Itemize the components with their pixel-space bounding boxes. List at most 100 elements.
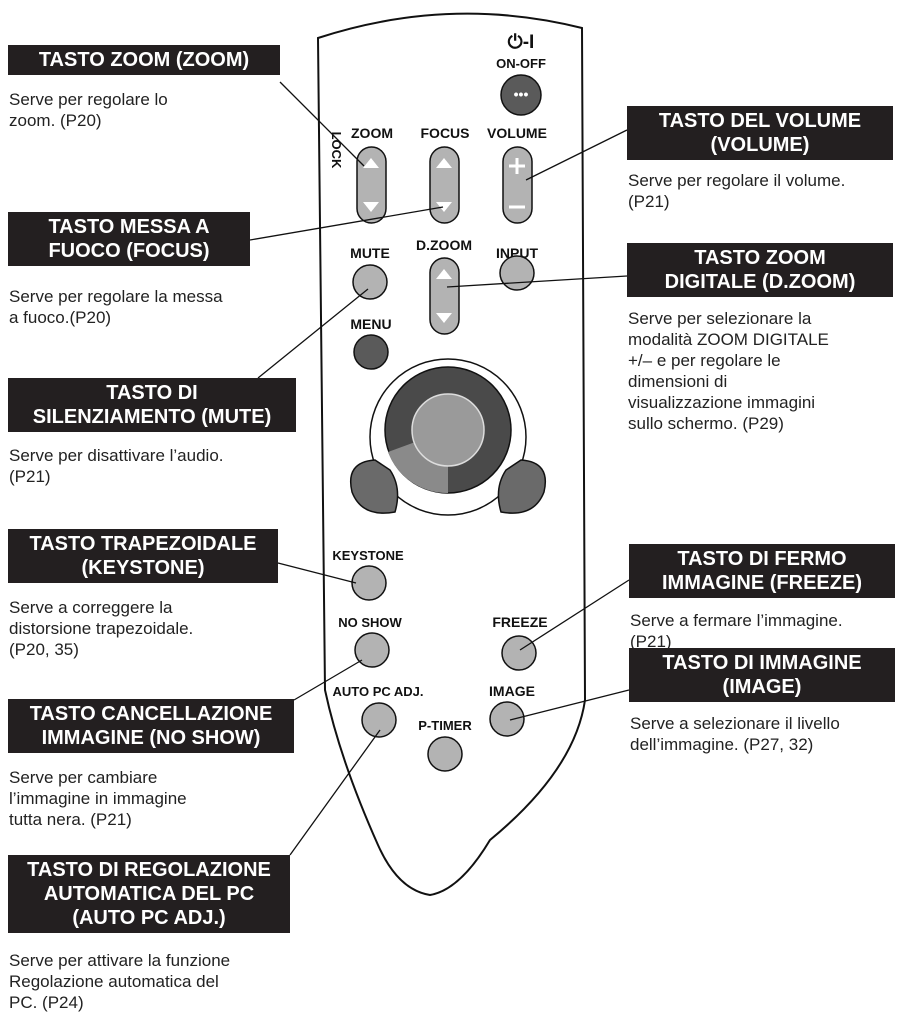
text-line: IMMAGINE (NO SHOW) — [41, 727, 261, 749]
text-line: Serve per regolare la messa — [9, 287, 223, 306]
text-line: Serve per attivare la funzione — [9, 951, 231, 970]
leader-line-focus — [249, 206, 444, 241]
no-show-button[interactable] — [354, 632, 390, 668]
auto-pc-adj-button[interactable] — [361, 702, 397, 738]
dzoom-rocker-button[interactable] — [429, 257, 460, 335]
leader-line-keystone — [277, 562, 357, 584]
text-line: (AUTO PC ADJ.) — [72, 907, 226, 929]
input-button[interactable] — [499, 255, 535, 291]
text-line: (P20, 35) — [9, 640, 79, 659]
pointer-pad-center[interactable] — [411, 393, 485, 467]
left-click-button[interactable] — [350, 459, 399, 514]
text-line: (KEYSTONE) — [81, 557, 205, 579]
text-line: visualizzazione immagini — [628, 393, 816, 412]
zoom-callout-title: TASTO ZOOM (ZOOM) — [8, 45, 280, 75]
text-line: TASTO DEL VOLUME — [658, 110, 862, 132]
focus-rocker-button[interactable] — [429, 146, 460, 224]
text-line: TASTO ZOOM — [694, 247, 826, 269]
text-line: TASTO TRAPEZOIDALE — [29, 533, 257, 555]
dzoom-callout-description: Serve per selezionare la modalità ZOOM DI… — [628, 308, 829, 434]
focus-up-arrow-icon — [436, 158, 452, 168]
lock-label: LOCK — [329, 132, 344, 169]
keystone-button[interactable] — [351, 565, 387, 601]
text-line: Regolazione automatica del — [9, 972, 219, 991]
text-line: tutta nera. (P21) — [9, 810, 132, 829]
image-button[interactable] — [489, 701, 525, 737]
zoom-rocker-button[interactable] — [356, 146, 387, 224]
text-line: modalità ZOOM DIGITALE — [628, 330, 829, 349]
leader-line-volume — [525, 129, 628, 181]
mute-button[interactable] — [352, 264, 388, 300]
image-callout-title: TASTO DI IMMAGINE(IMAGE) — [629, 648, 895, 702]
text-line: (IMAGE) — [722, 676, 802, 698]
text-line: FUOCO (FOCUS) — [48, 240, 210, 262]
mute-label: MUTE — [350, 245, 390, 261]
freeze-button[interactable] — [501, 635, 537, 671]
text-line: dimensioni di — [628, 372, 728, 391]
text-line: TASTO MESSA A — [48, 216, 210, 238]
zoom-label: ZOOM — [351, 125, 393, 141]
zoom-down-arrow-icon — [363, 202, 379, 212]
no-show-label: NO SHOW — [338, 615, 402, 630]
leader-line-autopc — [289, 729, 381, 856]
text-line: (P21) — [628, 192, 670, 211]
text-line: (VOLUME) — [710, 134, 810, 156]
volume-plus-icon — [509, 158, 525, 174]
text-line: Serve per selezionare la — [628, 309, 812, 328]
freeze-label: FREEZE — [492, 614, 547, 630]
leader-line-dzoom — [446, 275, 628, 288]
text-line: TASTO DI REGOLAZIONE — [27, 859, 271, 881]
right-click-button[interactable] — [497, 459, 546, 514]
leader-line-zoom — [279, 81, 365, 167]
text-line: AUTOMATICA DEL PC — [43, 883, 255, 905]
text-line: sullo schermo. (P29) — [628, 414, 784, 433]
auto-pc-adj-label: AUTO PC ADJ. — [332, 684, 423, 699]
on-off-button[interactable] — [500, 74, 542, 116]
text-line: TASTO CANCELLAZIONE — [29, 703, 273, 725]
menu-label: MENU — [350, 316, 391, 332]
zoom-up-arrow-icon — [363, 158, 379, 168]
text-line: Serve a selezionare il livello — [630, 714, 840, 733]
text-line: (P21) — [9, 467, 51, 486]
text-line: TASTO ZOOM (ZOOM) — [38, 49, 250, 71]
volume-label: VOLUME — [487, 125, 547, 141]
dzoom-down-arrow-icon — [436, 313, 452, 323]
p-timer-label: P-TIMER — [418, 718, 472, 733]
text-line: Serve per disattivare l’audio. — [9, 446, 224, 465]
text-line: Serve per regolare il volume. — [628, 171, 846, 190]
input-label: INPUT — [496, 245, 538, 261]
power-symbol-label: ⏻-I — [508, 32, 535, 53]
keystone-callout-title: TASTO TRAPEZOIDALE(KEYSTONE) — [8, 529, 278, 583]
p-timer-button[interactable] — [427, 736, 463, 772]
text-line: TASTO DI IMMAGINE — [662, 652, 862, 674]
text-line: IMMAGINE (FREEZE) — [662, 572, 862, 594]
text-line: SILENZIAMENTO (MUTE) — [32, 406, 272, 428]
leader-line-mute — [257, 288, 369, 379]
on-off-label: ON-OFF — [496, 56, 546, 71]
dzoom-up-arrow-icon — [436, 269, 452, 279]
text-line: Serve a fermare l’immagine. — [630, 611, 843, 630]
volume-callout-title: TASTO DEL VOLUME(VOLUME) — [627, 106, 893, 160]
focus-down-arrow-icon — [436, 202, 452, 212]
volume-callout-description: Serve per regolare il volume. (P21) — [628, 170, 845, 212]
text-line: DIGITALE (D.ZOOM) — [664, 271, 856, 293]
keystone-label: KEYSTONE — [332, 548, 404, 563]
leader-line-noshow — [293, 659, 363, 701]
menu-button[interactable] — [353, 334, 389, 370]
text-line: Serve per regolare lo — [9, 90, 168, 109]
image-label: IMAGE — [489, 683, 535, 699]
navigation-pad[interactable] — [350, 358, 546, 516]
text-line: distorsione trapezoidale. — [9, 619, 194, 638]
dzoom-label: D.ZOOM — [416, 237, 472, 253]
text-line: l’immagine in immagine — [9, 789, 187, 808]
mute-callout-description: Serve per disattivare l’audio. (P21) — [9, 445, 224, 487]
volume-rocker-button[interactable] — [502, 146, 533, 224]
